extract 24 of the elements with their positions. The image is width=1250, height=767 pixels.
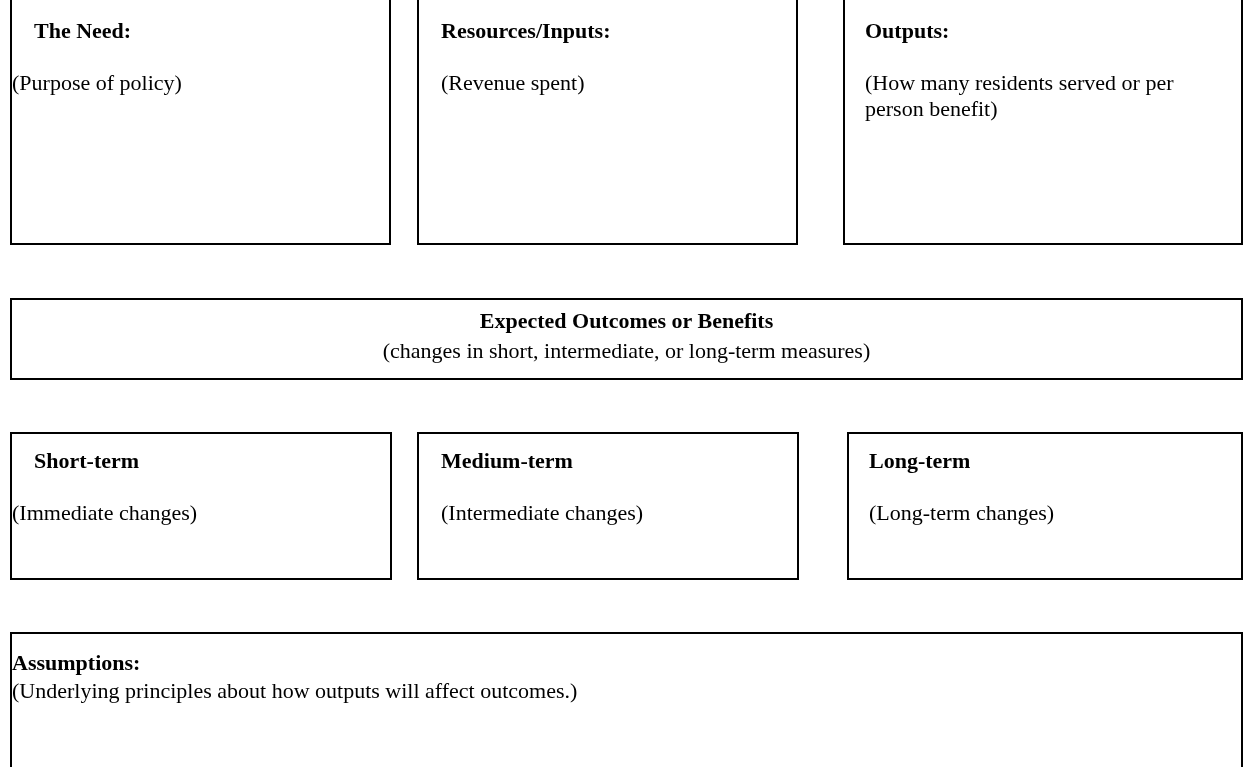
text-box [10,632,1243,767]
text-box [10,432,392,580]
box-heading: Expected Outcomes or Benefits [478,308,775,334]
box-heading: Short-term [34,448,140,474]
box-heading: Long-term [869,448,971,474]
box-description: (How many residents served or per person benefit) [865,70,1175,122]
box-heading: Medium-term [441,448,573,474]
box-description: (Purpose of policy) [12,70,183,96]
text-box [417,0,798,245]
text-box [417,432,799,580]
box-description: (Revenue spent) [441,70,586,96]
box-description: (changes in short, intermediate, or long-term measures) [381,338,872,364]
box-description: (Long-term changes) [869,500,1056,526]
box-description: (Intermediate changes) [441,500,645,526]
box-heading: Resources/Inputs: [441,18,611,44]
box-description: (Immediate changes) [12,500,199,526]
text-box [847,432,1243,580]
text-box [10,298,1243,380]
box-heading: Assumptions: [12,650,141,676]
text-box [10,0,391,245]
box-heading: Outputs: [865,18,950,44]
box-description: (Underlying principles about how outputs will affect outcomes.) [12,678,579,704]
text-box [843,0,1243,245]
box-heading: The Need: [34,18,132,44]
